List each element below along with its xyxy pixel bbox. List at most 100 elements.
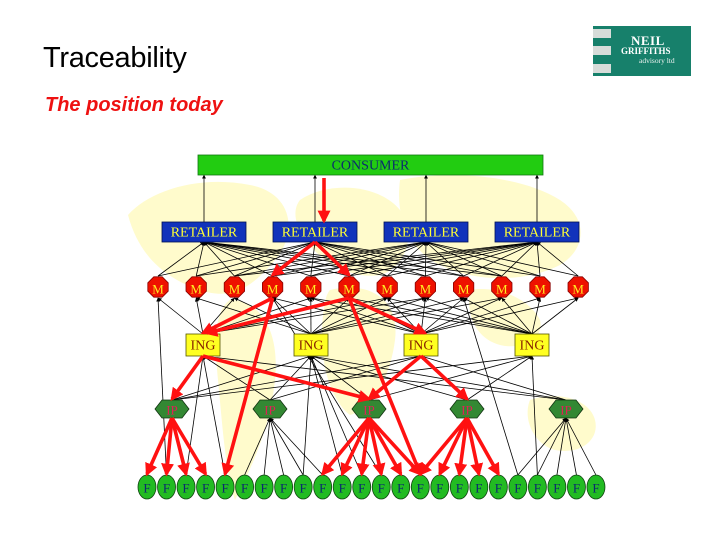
manufacturer-label: M [229, 282, 241, 297]
farm-node: F [215, 474, 235, 500]
link-ip-ing [368, 355, 533, 401]
farm-label: F [592, 481, 599, 496]
ingredient-node: ING [293, 333, 329, 357]
manufacturer-label: M [420, 282, 432, 297]
link-ing-m [420, 297, 503, 335]
link-m-retailer [348, 240, 538, 277]
link-ip-ing [310, 354, 567, 401]
trace-ip-f [418, 416, 469, 476]
manufacturer-node: M [261, 276, 284, 298]
link-ing-m [195, 297, 312, 335]
retailer-node: RETAILER [161, 221, 247, 243]
farm-node: F [313, 474, 333, 500]
retailer-node: RETAILER [272, 221, 358, 243]
ingredient-label: ING [191, 339, 216, 354]
ingredient-box [293, 333, 329, 357]
link-ip-ing [202, 355, 271, 401]
farm-node: F [528, 474, 547, 500]
ingredient-label: ING [409, 339, 434, 354]
link-ing-m [386, 296, 533, 335]
trace-ip-f [340, 417, 371, 477]
retailer-label: RETAILER [282, 226, 349, 241]
farm-oval [586, 474, 606, 500]
processor-hexagon [252, 399, 288, 419]
farm-oval [293, 474, 313, 500]
logo-line-3: advisory ltd [639, 56, 675, 65]
consumer-box [197, 154, 544, 176]
processor-node: IP [351, 399, 387, 419]
farm-label: F [339, 481, 346, 496]
farm-oval [547, 474, 567, 500]
farm-label: F [221, 481, 228, 496]
farm-node: F [293, 474, 313, 500]
processor-node: IP [154, 399, 190, 419]
farm-oval [528, 474, 547, 500]
link-m-retailer [425, 241, 541, 277]
farm-node: F [488, 474, 508, 500]
trace-retailer-m [313, 240, 351, 277]
link-ing-m [310, 296, 503, 335]
manufacturer-label: M [381, 282, 393, 297]
processor-label: IP [264, 403, 276, 418]
link-f-upper [302, 355, 313, 476]
manufacturer-label: M [190, 282, 202, 297]
trace-ip-f [454, 417, 469, 477]
farm-node: F [254, 474, 274, 500]
trace-m-ing [348, 296, 428, 335]
trace-ip-f [161, 417, 174, 477]
farm-oval [235, 474, 255, 500]
manufacturer-octagon [300, 276, 322, 298]
manufacturer-octagon [185, 276, 207, 298]
farm-label: F [241, 481, 248, 496]
farm-node: F [410, 474, 430, 500]
manufacturer-label: M [267, 282, 279, 297]
supply-links [156, 174, 597, 476]
manufacturer-node: M [147, 276, 169, 298]
farm-label: F [495, 481, 502, 496]
farm-node: F [586, 474, 606, 500]
link-ing-m [348, 296, 533, 335]
farm-node: F [235, 474, 255, 500]
link-ip-ing [310, 355, 468, 401]
manufacturer-octagon [261, 276, 284, 298]
farm-label: F [553, 481, 560, 496]
link-ing-m [310, 296, 533, 335]
link-f-ip [263, 417, 272, 476]
link-m-retailer [196, 241, 316, 277]
link-ip-ing [269, 355, 422, 401]
link-ing-m [157, 297, 204, 335]
manufacturer-label: M [496, 282, 508, 297]
trace-ing-ip [202, 354, 372, 403]
link-f-upper [462, 297, 519, 476]
link-ing-m [531, 297, 579, 335]
link-m-retailer [196, 240, 427, 277]
consumer-node: CONSUMER [197, 154, 544, 176]
trace-ing-ip [170, 354, 205, 402]
farm-label: F [378, 481, 385, 496]
farm-node: F [430, 474, 450, 500]
farm-node: F [567, 474, 586, 500]
manufacturer-node: M [452, 276, 475, 298]
link-f-ip [517, 417, 567, 476]
farm-node: F [352, 474, 372, 500]
manufacturer-octagon [491, 276, 513, 298]
farm-label: F [534, 481, 541, 496]
retailer-box [494, 221, 580, 243]
farm-node: F [332, 474, 352, 500]
link-m-retailer [314, 241, 426, 277]
retailer-box [383, 221, 469, 243]
farm-node: F [371, 474, 391, 500]
link-f-ip [269, 417, 323, 476]
ingredient-label: ING [299, 339, 324, 354]
trace-ip-f [465, 417, 484, 477]
link-f-upper [185, 355, 205, 476]
link-m-retailer [157, 240, 316, 277]
link-f-upper [530, 355, 538, 476]
manufacturer-label: M [152, 282, 164, 297]
farm-label: F [456, 481, 463, 496]
farm-node: F [469, 474, 489, 500]
manufacturer-node: M [529, 276, 551, 298]
logo-line-2: GRIFFITHS [621, 46, 671, 56]
farm-node: F [176, 474, 196, 500]
